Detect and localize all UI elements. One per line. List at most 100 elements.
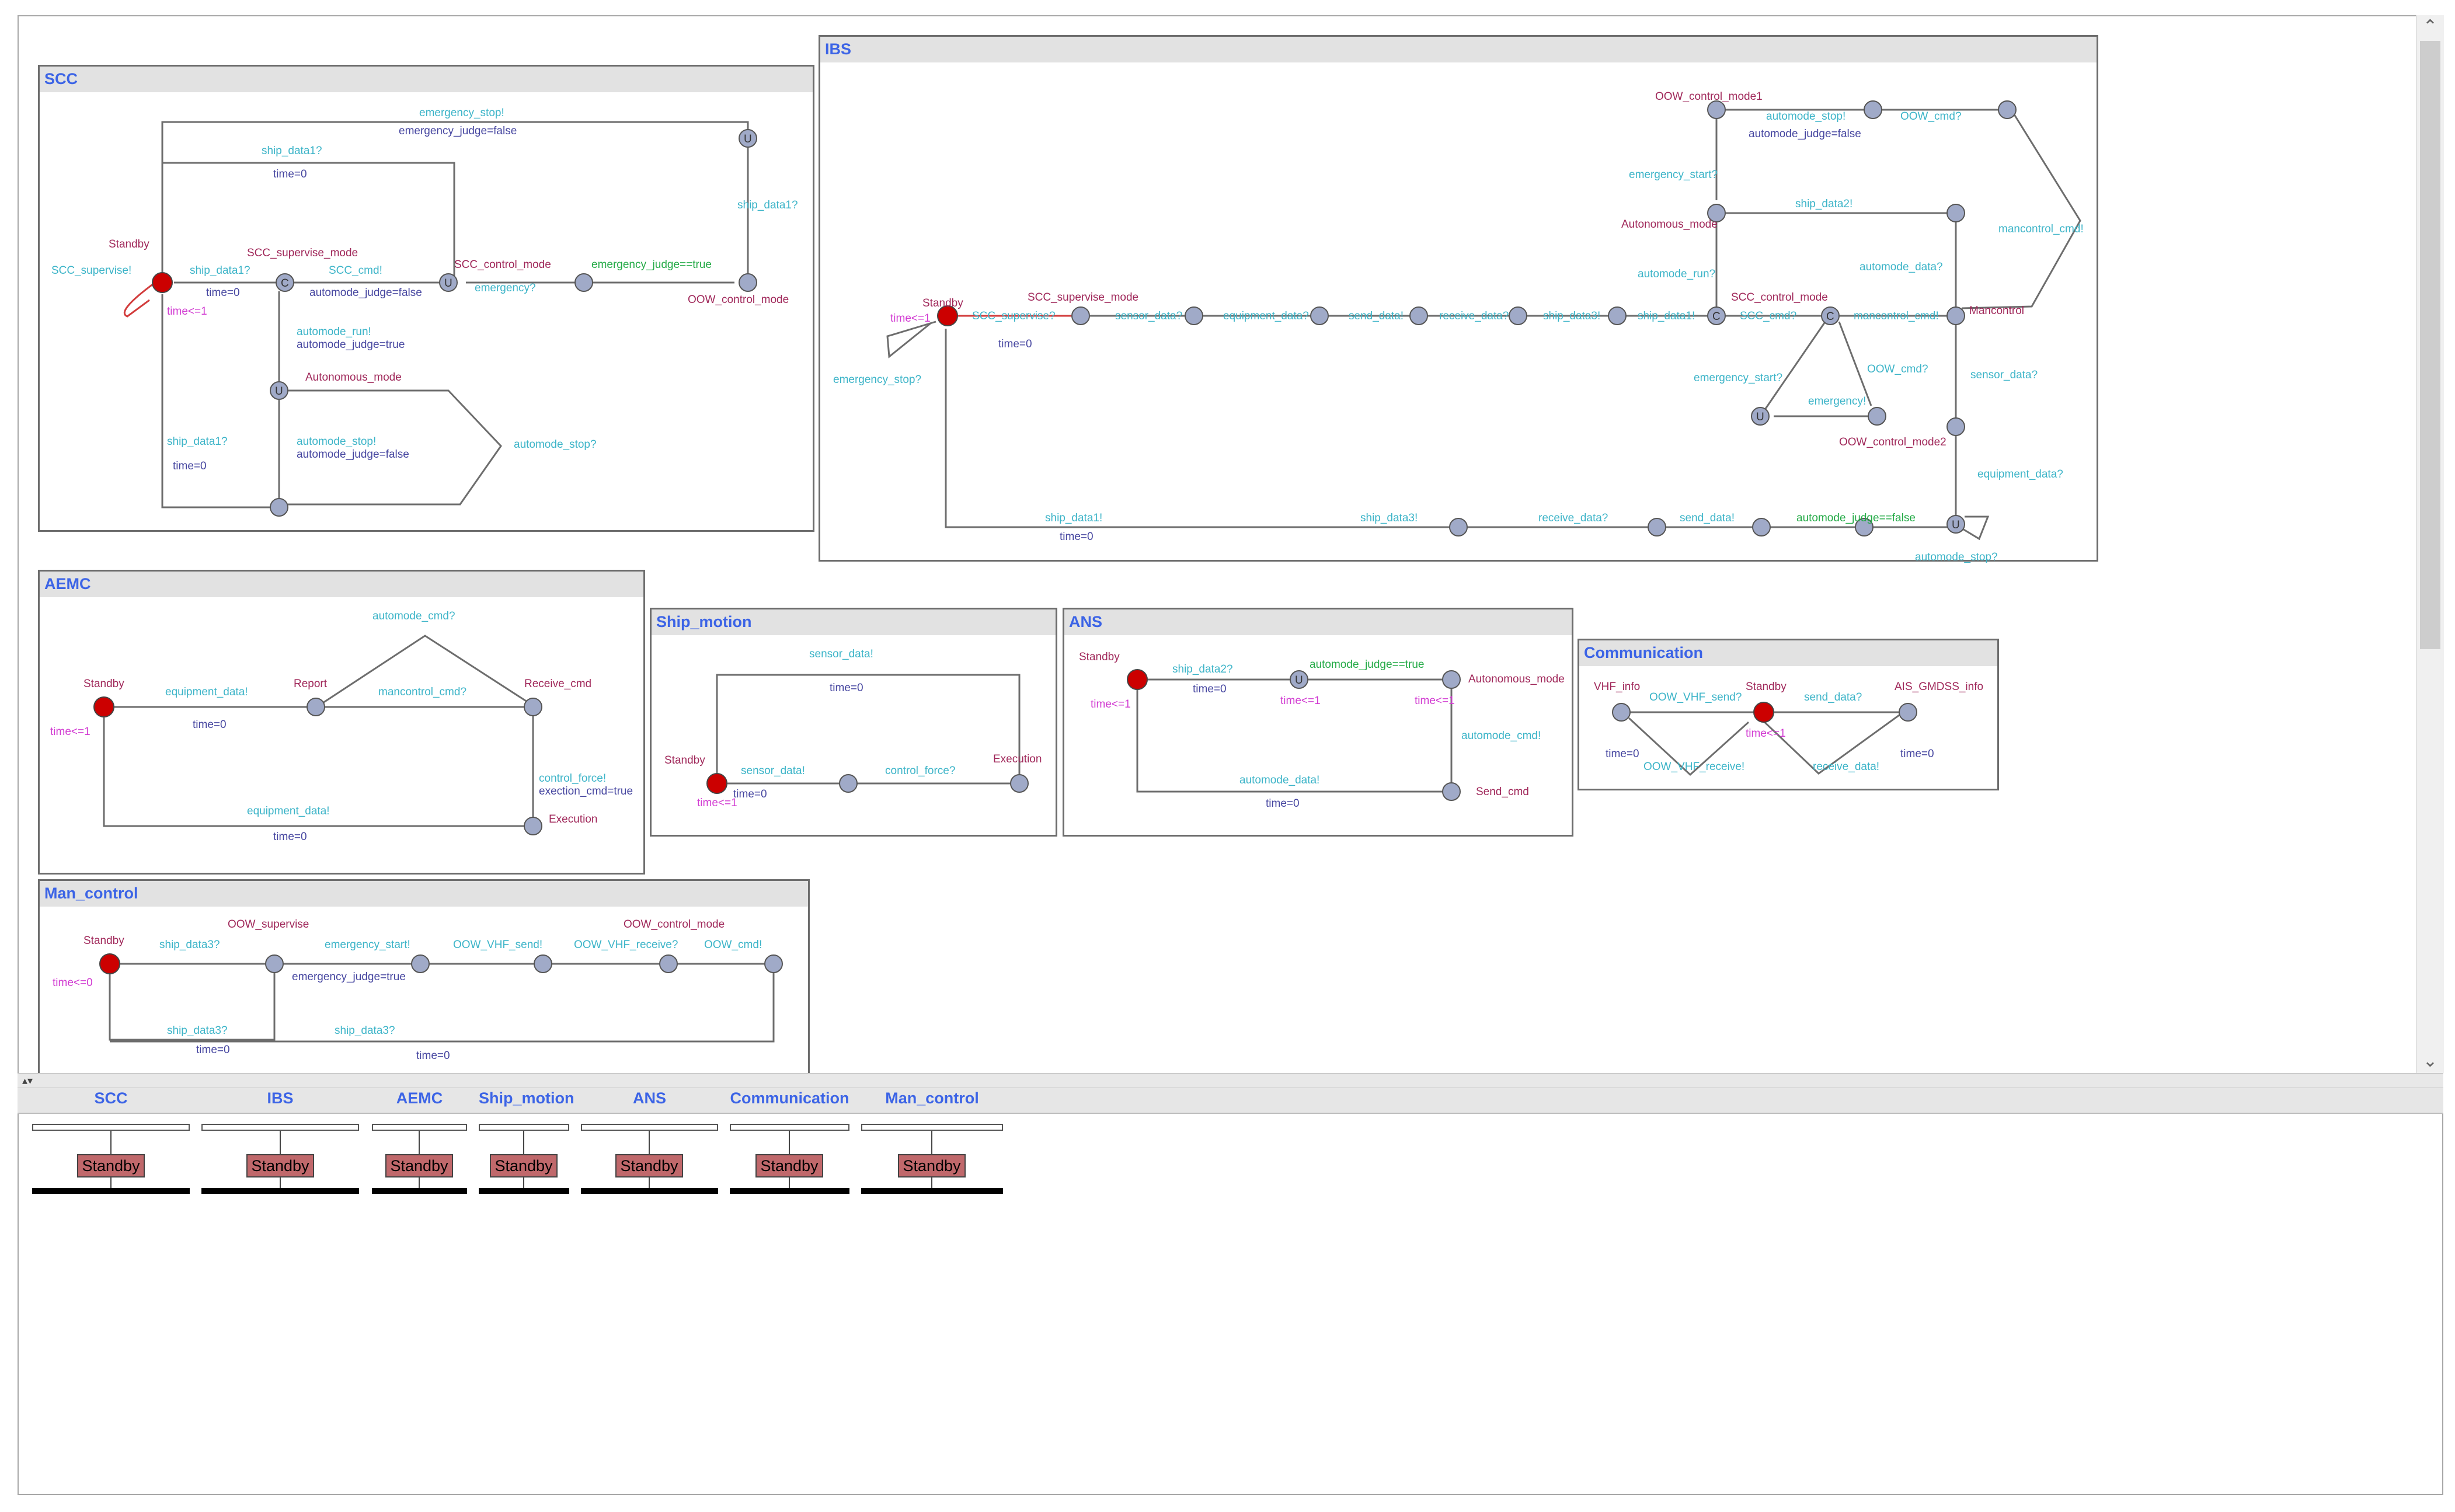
location[interactable] <box>1608 306 1627 325</box>
location[interactable] <box>1290 670 1308 689</box>
template-ship-motion[interactable]: Ship_motion sensor_data! time=0 Standby … <box>650 608 1057 837</box>
template-communication[interactable]: Communication VHF_info OOW_VHF_send? Sta… <box>1578 639 1999 790</box>
template-ans[interactable]: ANS U Standby ship_data2? time=0 automod… <box>1063 608 1573 837</box>
edge-label: automode_judge=false <box>297 448 409 461</box>
location[interactable] <box>1707 100 1726 119</box>
location[interactable] <box>524 698 542 716</box>
current-state-box[interactable]: Standby <box>615 1154 683 1177</box>
splitter-arrows-icon[interactable]: ▴▾ <box>22 1075 33 1086</box>
location[interactable] <box>574 273 593 292</box>
edge-label: ship_data1! <box>1045 512 1102 524</box>
location[interactable] <box>1946 204 1965 222</box>
edge-label: time=0 <box>273 831 307 843</box>
location-name: OOW_control_mode <box>688 294 789 306</box>
scrollbar-thumb[interactable] <box>2420 41 2440 649</box>
initial-location[interactable] <box>1753 702 1774 723</box>
location[interactable] <box>1707 306 1726 325</box>
location[interactable] <box>1071 306 1090 325</box>
scroll-up-icon[interactable]: ⌃ <box>2422 17 2438 36</box>
location[interactable] <box>411 954 430 973</box>
location[interactable] <box>1868 407 1886 426</box>
location[interactable] <box>1998 100 2017 119</box>
edge-label: automode_cmd? <box>372 610 455 622</box>
initial-location[interactable] <box>99 953 120 974</box>
scroll-down-icon[interactable]: ⌄ <box>2422 1051 2438 1071</box>
edge-label: ship_data2! <box>1795 198 1852 210</box>
location-name: SCC_control_mode <box>454 259 551 271</box>
svg-text:U: U <box>1952 519 1960 531</box>
location[interactable] <box>1707 204 1726 222</box>
template-title: ANS <box>1069 613 1103 630</box>
location[interactable] <box>1751 407 1770 426</box>
edge-label: sensor_data! <box>809 648 873 660</box>
location[interactable] <box>307 698 325 716</box>
invariant-label: time<=0 <box>53 977 93 989</box>
location[interactable] <box>1855 518 1874 536</box>
template-man-control[interactable]: Man_control Standby OOW_supervise OOW_co… <box>38 879 810 1073</box>
current-state-box[interactable]: Standby <box>755 1154 823 1177</box>
location[interactable] <box>839 774 858 793</box>
template-ibs[interactable]: IBS <box>819 35 2098 563</box>
location[interactable] <box>265 954 284 973</box>
edge-label: emergency_judge=true <box>292 971 406 983</box>
location[interactable] <box>1648 518 1666 536</box>
location[interactable] <box>1946 417 1965 436</box>
edge-label: emergency? <box>475 282 536 294</box>
process-header-bar <box>18 1088 2443 1114</box>
location[interactable] <box>534 954 552 973</box>
location[interactable] <box>1010 774 1029 793</box>
current-state-box[interactable]: Standby <box>246 1154 314 1177</box>
current-state-box[interactable]: Standby <box>77 1154 145 1177</box>
location[interactable] <box>439 273 458 292</box>
pane-splitter[interactable]: ▴▾ <box>18 1073 2443 1088</box>
edge-label: automode_run! <box>297 326 371 338</box>
location[interactable] <box>1185 306 1203 325</box>
process-name-aemc: AEMC <box>396 1089 443 1107</box>
template-header <box>652 609 1056 635</box>
location[interactable] <box>1442 782 1461 801</box>
edge-label: emergency_stop? <box>833 374 921 386</box>
location[interactable] <box>1946 306 1965 325</box>
location[interactable] <box>1612 703 1631 722</box>
edge-label: automode_judge=false <box>1749 128 1861 140</box>
location[interactable] <box>1449 518 1468 536</box>
location[interactable] <box>1864 100 1882 119</box>
edge-label: ship_data2? <box>1172 663 1233 675</box>
process-lane-scc: Standby <box>32 1124 190 1194</box>
current-state-box[interactable]: Standby <box>385 1154 453 1177</box>
invariant-label: time<=1 <box>697 797 737 809</box>
lane-top-box <box>479 1124 569 1131</box>
location[interactable] <box>270 498 288 517</box>
current-state-box[interactable]: Standby <box>898 1154 966 1177</box>
current-state-box[interactable]: Standby <box>490 1154 558 1177</box>
location[interactable] <box>1509 306 1527 325</box>
location[interactable] <box>739 129 757 148</box>
template-aemc[interactable]: AEMC automode_cmd? Standby equipment_dat… <box>38 570 645 875</box>
location[interactable] <box>276 273 294 292</box>
location[interactable] <box>1310 306 1329 325</box>
vertical-scrollbar[interactable]: ⌃ ⌄ <box>2416 15 2444 1073</box>
location[interactable] <box>1821 306 1840 325</box>
location[interactable] <box>1442 670 1461 689</box>
edge-label: SCC_cmd! <box>329 264 382 277</box>
initial-location[interactable] <box>152 272 173 293</box>
initial-location[interactable] <box>937 305 958 326</box>
location[interactable] <box>1946 515 1965 534</box>
initial-location[interactable] <box>93 696 114 717</box>
location-name: Execution <box>549 813 597 825</box>
template-header <box>40 572 643 597</box>
location[interactable] <box>270 381 288 400</box>
location[interactable] <box>659 954 678 973</box>
location[interactable] <box>764 954 783 973</box>
ibs-automaton: C C U U OOW_control_mode1 <box>833 90 2084 563</box>
template-scc[interactable]: SCC C U <box>38 65 814 532</box>
initial-location[interactable] <box>706 773 727 794</box>
location[interactable] <box>524 817 542 835</box>
location[interactable] <box>1899 703 1917 722</box>
edge-label: time=0 <box>1606 748 1639 760</box>
location[interactable] <box>739 273 757 292</box>
initial-location[interactable] <box>1127 669 1148 690</box>
location[interactable] <box>1752 518 1771 536</box>
location[interactable] <box>1409 306 1428 325</box>
edge-label: SCC_cmd? <box>1740 310 1796 322</box>
